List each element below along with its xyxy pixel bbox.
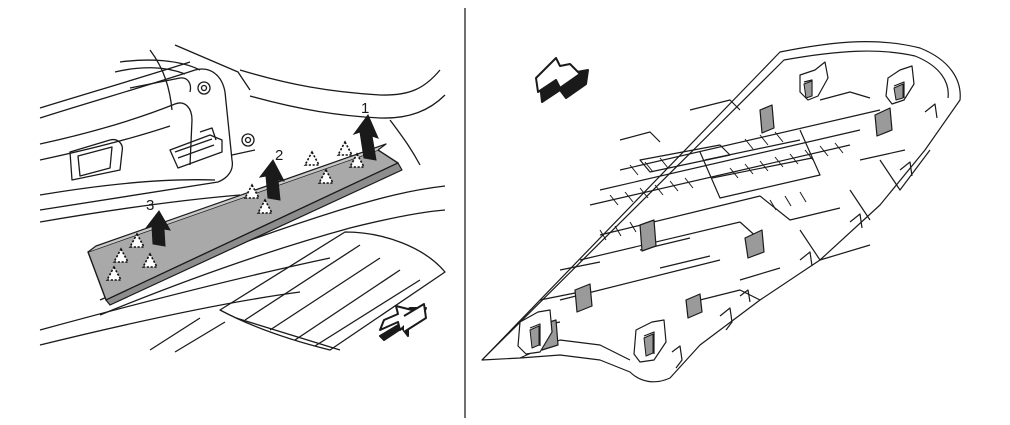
underside-cross-ribs — [599, 131, 844, 241]
front-direction-arrow-icon — [379, 303, 427, 341]
bolt-heads — [197, 81, 255, 147]
vertical-lift-arrow-icon — [258, 159, 285, 201]
callout-2: 2 — [275, 147, 283, 164]
callout-1: 1 — [361, 100, 369, 117]
left-panel — [39, 44, 446, 353]
lift-arrows — [144, 114, 379, 247]
seat-trim-lines — [39, 44, 256, 223]
body-lines — [39, 69, 446, 346]
sill-plate-edge — [105, 162, 403, 306]
clip-location-triangle-icon — [304, 151, 320, 166]
callout-3: 3 — [146, 197, 154, 214]
sill-plate-underside-outline — [481, 41, 961, 383]
front-direction-arrow-icon — [535, 57, 589, 103]
seat-latch — [169, 127, 223, 169]
floor-vent — [149, 231, 446, 353]
clip-location-triangle-icon — [337, 141, 353, 156]
right-panel — [481, 41, 961, 383]
underside-ribs — [519, 91, 931, 331]
vertical-lift-arrow-icon — [144, 210, 171, 247]
vertical-lift-arrow-icon — [352, 114, 379, 161]
edge-hooks — [671, 103, 938, 369]
clip-housing-shading — [529, 80, 904, 357]
underside-clips — [539, 104, 893, 351]
